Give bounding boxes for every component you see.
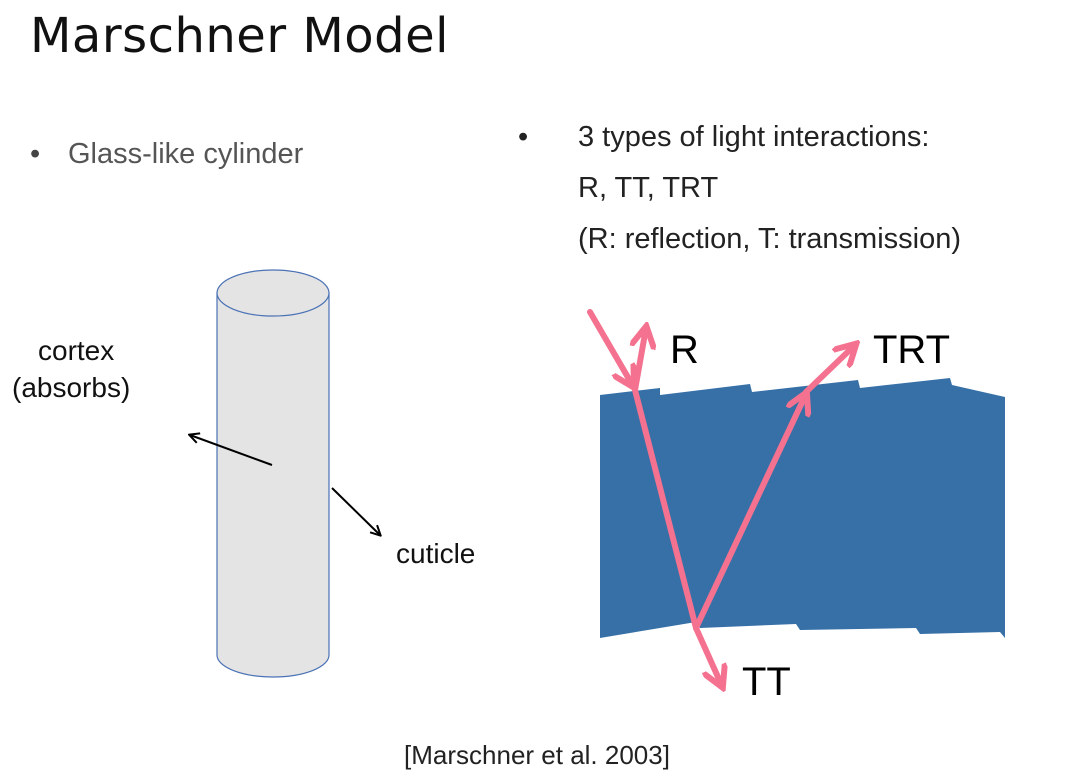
trt-ray xyxy=(803,345,855,395)
hair-strand xyxy=(600,378,1005,638)
bullet-line-3: (R: reflection, T: transmission) xyxy=(578,223,962,255)
cuticle-arrow xyxy=(331,487,380,535)
incident-ray xyxy=(587,309,633,386)
r-ray xyxy=(635,328,646,393)
bullet-glass-like-cylinder: • Glass-like cylinder xyxy=(30,138,303,171)
slide-title: Marschner Model xyxy=(30,8,449,64)
glass-cylinder xyxy=(216,269,330,678)
light-paths xyxy=(587,309,855,686)
trt-label: TRT xyxy=(873,328,951,372)
bullet-dot: • xyxy=(518,121,529,153)
tt-ray xyxy=(693,625,722,686)
bullet-line-1: 3 types of light interactions: xyxy=(578,121,930,153)
bullet-line-2: R, TT, TRT xyxy=(578,172,719,204)
citation: [Marschner et al. 2003] xyxy=(404,740,670,770)
bullet-text: Glass-like cylinder xyxy=(68,138,304,170)
absorbs-label: (absorbs) xyxy=(12,372,131,403)
cortex-label: cortex xyxy=(38,335,115,366)
r-label: R xyxy=(670,328,699,372)
cylinder-top xyxy=(216,269,330,317)
internal-reflected-ray xyxy=(693,394,806,631)
cuticle-label: cuticle xyxy=(396,538,476,569)
bullet-light-interactions: • 3 types of light interactions: R, TT, … xyxy=(518,112,961,265)
bullet-dot: • xyxy=(30,138,41,170)
cortex-arrow xyxy=(190,435,273,466)
transmitted-ray xyxy=(632,387,699,631)
cylinder-body xyxy=(216,292,330,678)
tt-label: TT xyxy=(742,660,791,704)
